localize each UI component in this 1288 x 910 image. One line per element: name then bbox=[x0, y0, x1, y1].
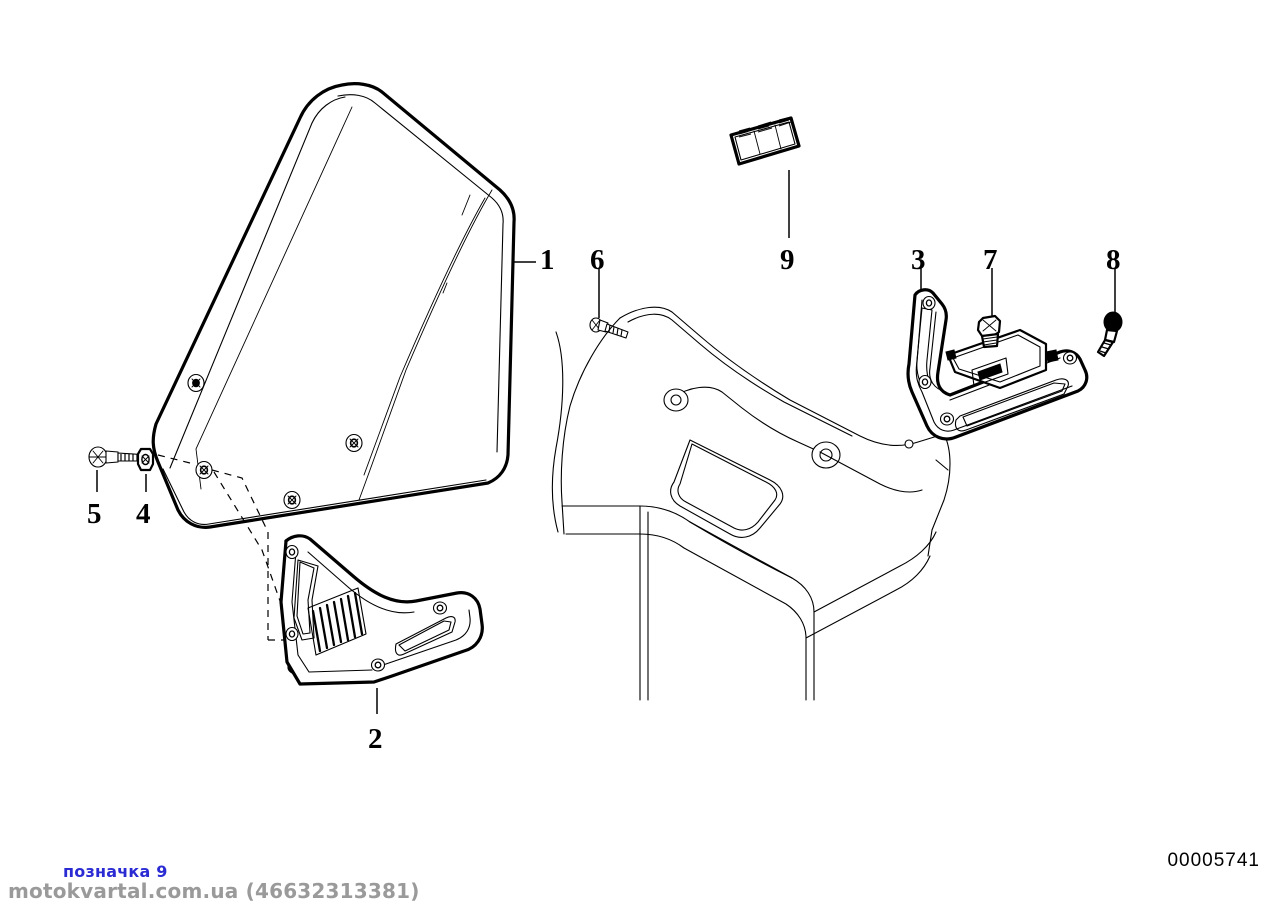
callout-7: 7 bbox=[983, 244, 998, 276]
part-1-windshield bbox=[151, 82, 516, 529]
callout-1: 1 bbox=[540, 244, 555, 276]
bracket3-holes bbox=[918, 295, 1078, 426]
reference-fairing bbox=[551, 306, 951, 701]
callout-5: 5 bbox=[87, 498, 102, 530]
callout-4: 4 bbox=[136, 498, 151, 530]
callout-8: 8 bbox=[1106, 244, 1121, 276]
part-8-threaded-screw bbox=[1096, 311, 1123, 358]
callout-9: 9 bbox=[780, 244, 795, 276]
footer-watermark: позначка 9 motokvartal.com.ua (466323133… bbox=[8, 862, 420, 903]
footer-site-text: motokvartal.com.ua (46632313381) bbox=[8, 879, 420, 903]
diagram-id-number: 00005741 bbox=[1167, 850, 1260, 871]
callout-6: 6 bbox=[590, 244, 605, 276]
part-6-screw bbox=[589, 317, 629, 339]
part-7-hex-bolt bbox=[976, 314, 1002, 349]
part-9-label bbox=[729, 116, 801, 166]
windshield-mount-holes bbox=[187, 373, 363, 510]
callout-2: 2 bbox=[368, 723, 383, 755]
callout-3: 3 bbox=[911, 244, 926, 276]
part-4-nut bbox=[136, 447, 155, 472]
part-3-right-bracket bbox=[906, 288, 1089, 441]
part-2-lower-bracket bbox=[279, 534, 484, 686]
footer-mark-text: позначка 9 bbox=[63, 862, 168, 882]
bracket2-holes bbox=[285, 544, 448, 672]
callout-leaders bbox=[96, 170, 1116, 714]
